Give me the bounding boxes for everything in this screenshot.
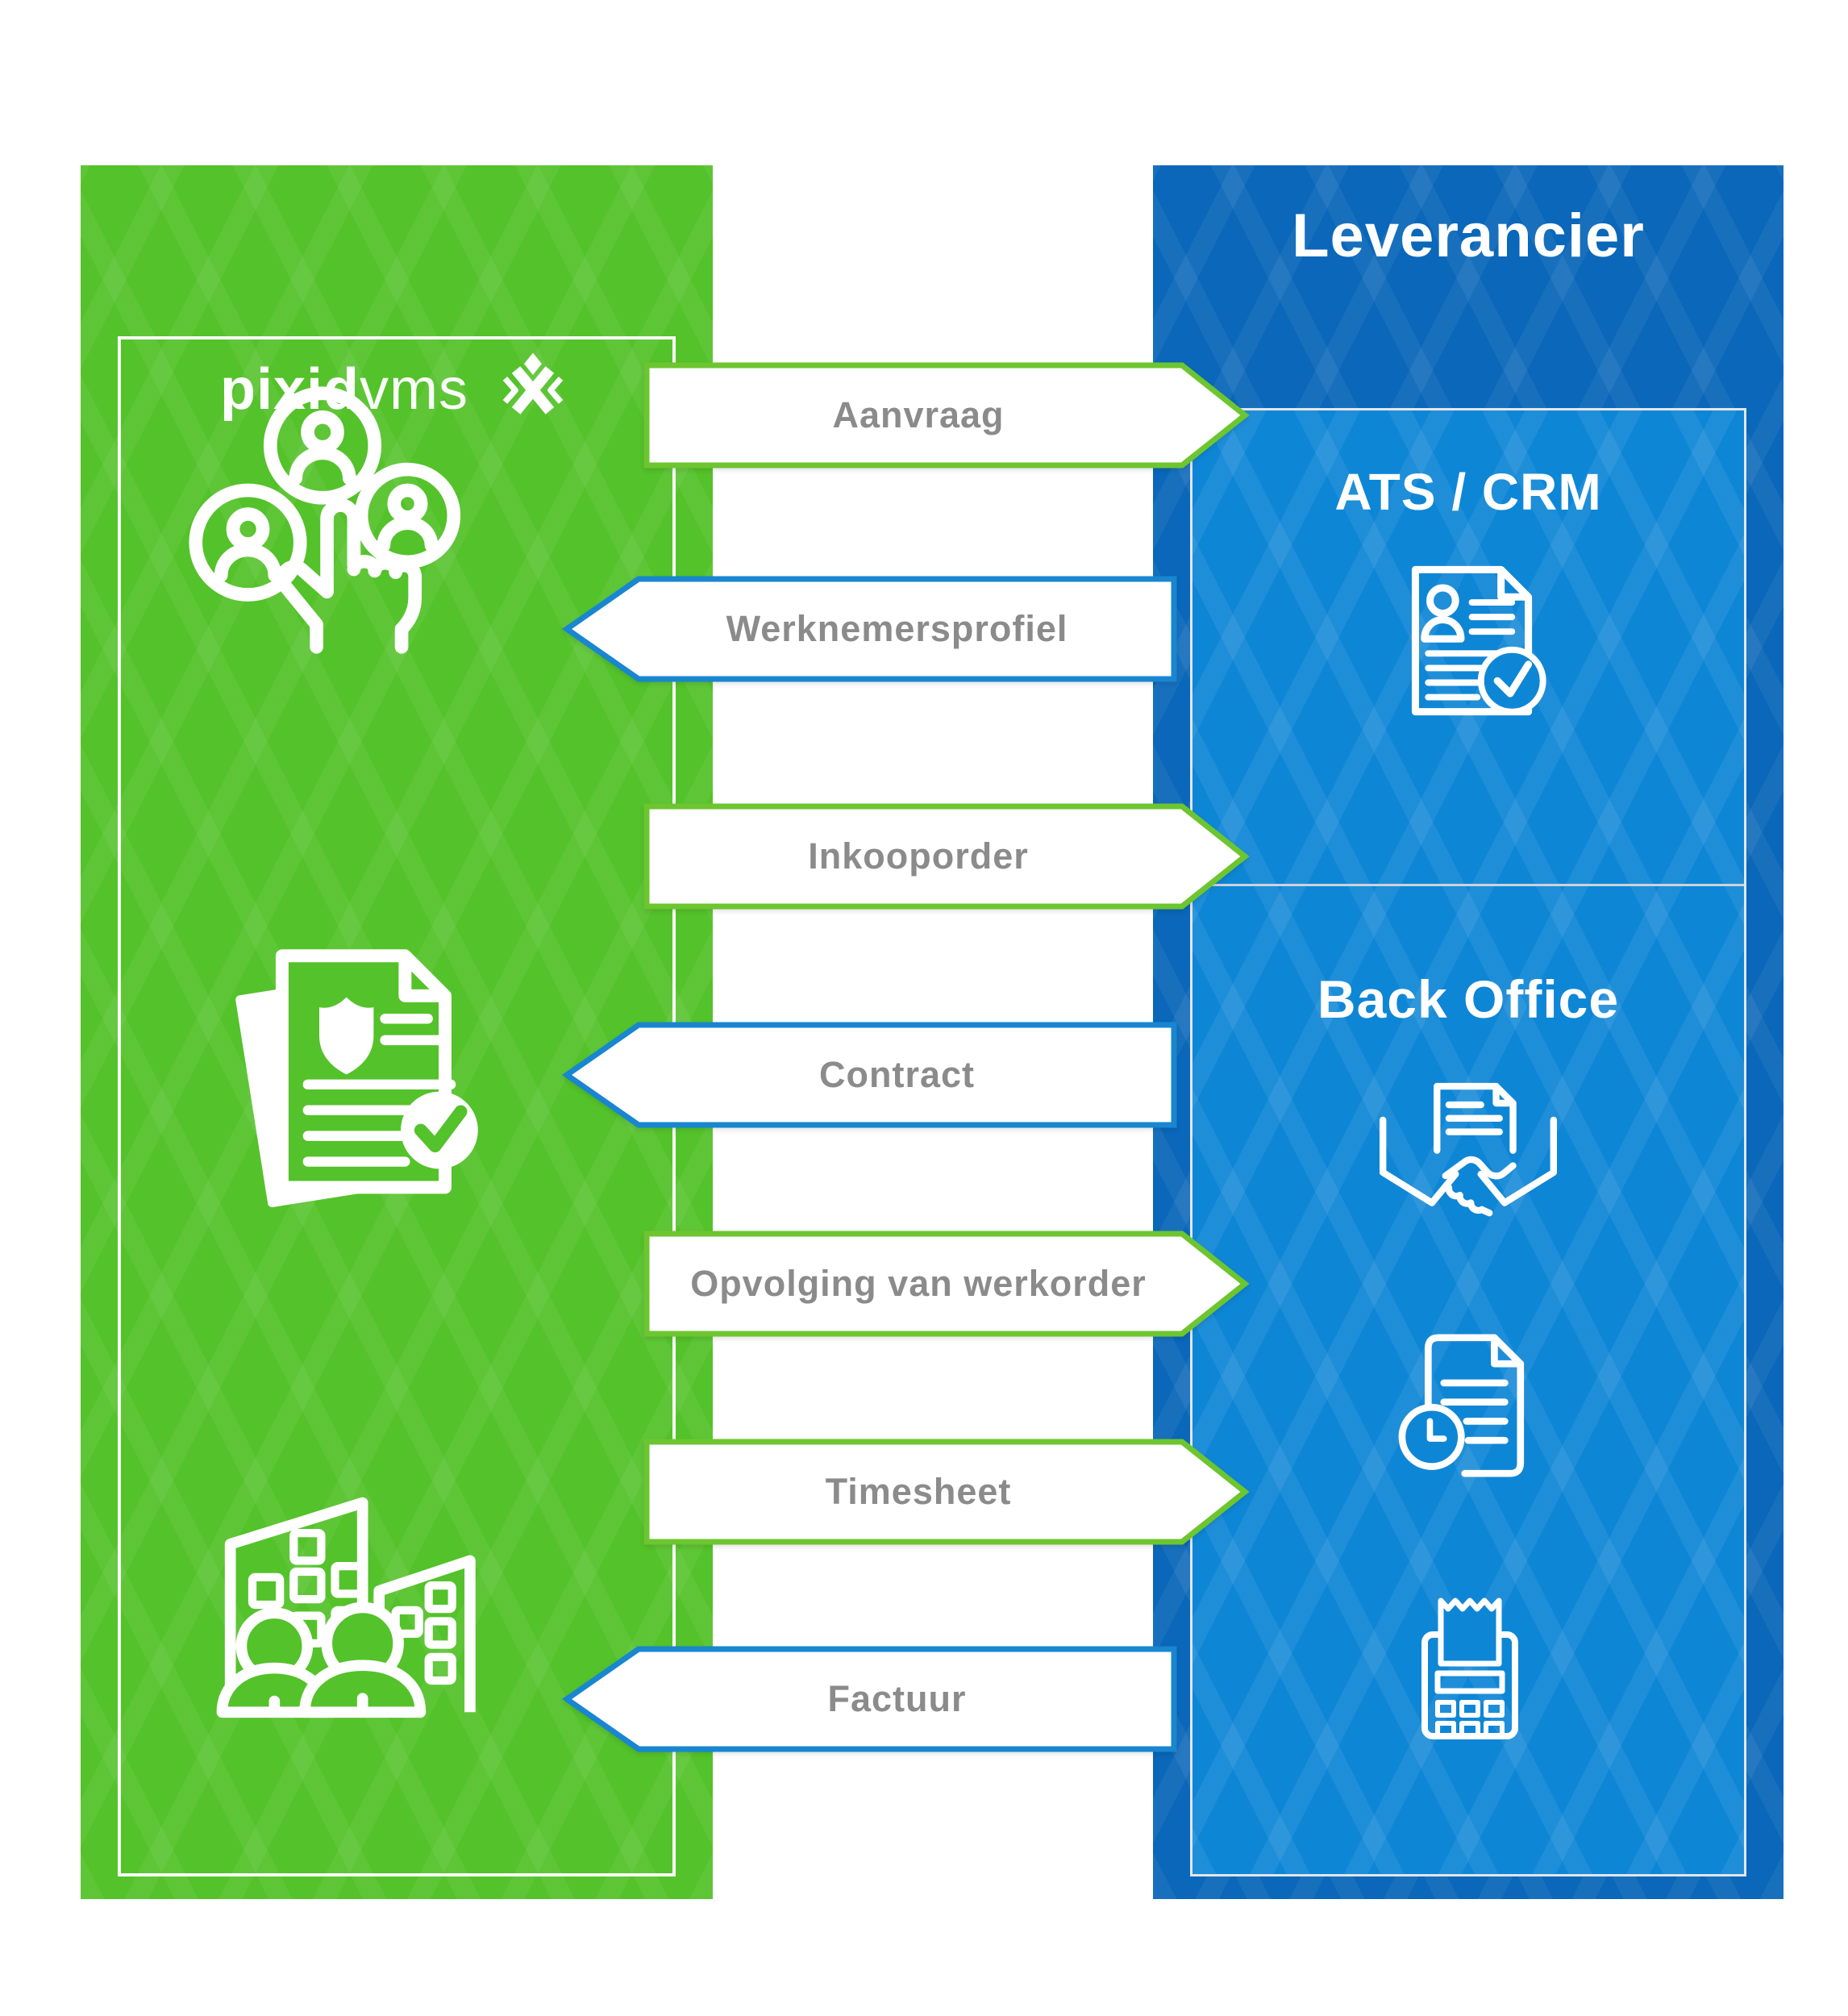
arrow-label: Aanvraag — [832, 394, 1005, 435]
section-divider — [1192, 884, 1744, 886]
arrow-label: Timesheet — [825, 1471, 1012, 1512]
logo-text-light: vms — [360, 357, 468, 422]
leverancier-inner-box: ATS / CRM Back Office — [1190, 408, 1746, 1876]
contract-shield-check-icon — [235, 949, 478, 1208]
back-office-title: Back Office — [1317, 969, 1620, 1029]
flow-arrow-inkooporder: Inkooporder — [643, 803, 1250, 910]
flow-arrow-werknemersprofiel: Werknemersprofiel — [560, 576, 1177, 682]
handshake-document-icon — [1380, 1082, 1557, 1217]
candidates-select-icon — [189, 386, 461, 654]
flow-arrow-contract: Contract — [560, 1022, 1177, 1128]
leverancier-title: Leverancier — [1292, 202, 1645, 270]
flow-arrow-aanvraag: Aanvraag — [643, 362, 1250, 469]
flow-arrow-timesheet: Timesheet — [643, 1439, 1250, 1545]
ats-crm-title: ATS / CRM — [1334, 463, 1602, 521]
arrow-label: Inkooporder — [808, 835, 1029, 877]
arrow-label: Factuur — [827, 1678, 967, 1719]
arrow-label: Contract — [818, 1054, 975, 1095]
flow-arrow-opvolging-van-werkorder: Opvolging van werkorder — [643, 1231, 1250, 1337]
flow-arrow-factuur: Factuur — [560, 1646, 1177, 1752]
arrow-label: Opvolging van werkorder — [690, 1263, 1147, 1304]
arrow-label: Werknemersprofiel — [726, 608, 1068, 649]
document-clock-icon — [1398, 1334, 1525, 1477]
cv-check-icon — [1411, 565, 1546, 716]
pixid-x-mark-icon — [502, 352, 564, 414]
calculator-receipt-icon — [1421, 1597, 1518, 1739]
buildings-people-icon — [216, 1497, 476, 1718]
